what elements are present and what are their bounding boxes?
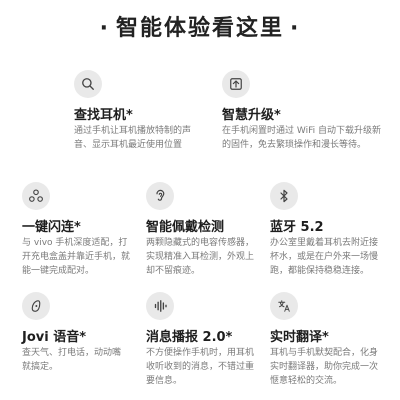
feature-desc: 两颗隐藏式的电容传感器，实现精准入耳检测，外观上却不留痕迹。 — [146, 238, 255, 276]
feature-title: 查找耳机* — [74, 108, 133, 123]
feature-desc: 通过手机让耳机播放特制的声音、显示耳机最近使用位置 — [74, 126, 192, 150]
flash-connect-icon — [22, 182, 50, 210]
title-dot-right: · — [290, 16, 301, 41]
jovi-icon — [22, 292, 50, 320]
translate-icon — [270, 292, 298, 320]
feature-title: 一键闪连* — [22, 220, 81, 235]
feature-desc: 查天气、打电话，动动嘴就搞定。 — [22, 348, 122, 372]
page-title: ·智能体验看这里· — [0, 10, 400, 42]
feature-desc: 耳机与手机默契配合，化身实时翻译器，助你完成一次愜意轻松的交流。 — [270, 348, 379, 386]
feature-title: 蓝牙 5.2 — [270, 220, 324, 235]
page-title-text: 智能体验看这里 — [115, 16, 284, 41]
feature-title: Jovi 语音* — [22, 330, 87, 345]
feature-desc: 与 vivo 手机深度适配，打开充电盒盖并靠近手机，就能一键完成配对。 — [22, 238, 131, 276]
message-broadcast-icon — [146, 292, 174, 320]
title-dot-left: · — [99, 16, 110, 41]
feature-title: 消息播报 2.0* — [146, 330, 233, 345]
feature-title: 智慧升级* — [222, 108, 281, 123]
bluetooth-icon — [270, 182, 298, 210]
feature-desc: 在手机闲置时通过 WiFi 自动下载升级新的固件，免去繁琐操作和漫长等待。 — [222, 126, 381, 150]
feature-title: 实时翻译* — [270, 330, 329, 345]
feature-desc: 不方便操作手机时，用耳机收听收到的消息，不错过重要信息。 — [146, 348, 255, 386]
search-icon — [74, 70, 102, 98]
upgrade-icon — [222, 70, 250, 98]
ear-detect-icon — [146, 182, 174, 210]
feature-title: 智能佩戴检测 — [146, 220, 225, 235]
feature-desc: 办公室里戴着耳机去附近接杯水，或是在户外来一场慢跑，都能保持稳稳连接。 — [270, 238, 379, 276]
